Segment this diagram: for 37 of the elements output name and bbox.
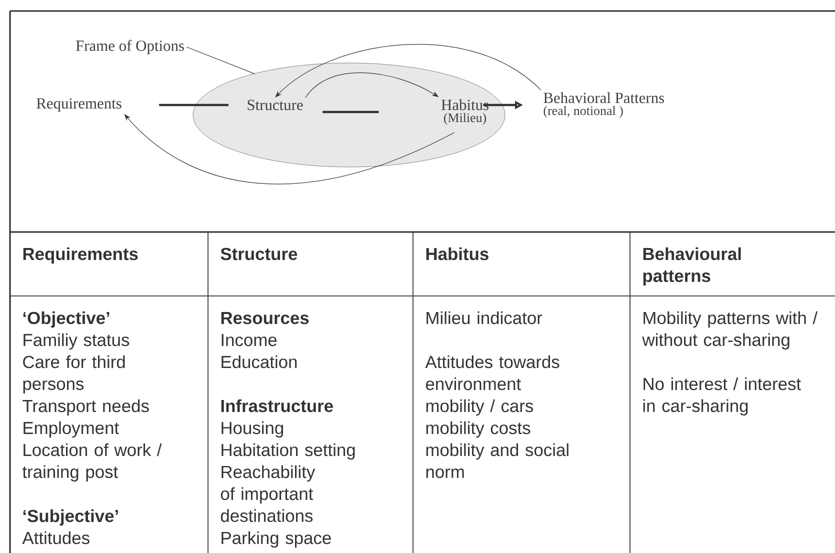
table-entry: Familiy status xyxy=(24,333,130,350)
table-entry: mobility costs xyxy=(426,421,530,438)
table-entry: environment xyxy=(426,377,521,390)
group-heading: ‘Objective’ xyxy=(23,311,110,328)
table-entry: Milieu indicator xyxy=(426,311,542,324)
connector-line xyxy=(322,110,379,114)
group-heading: Infrastructure xyxy=(221,399,333,412)
table-entry: Mobility patterns with / without car-sharing xyxy=(642,311,818,350)
table-entry: Income xyxy=(222,334,277,346)
table-entry: Education xyxy=(222,355,297,368)
table-entry: Attitudes xyxy=(22,531,90,544)
column-header: Structure xyxy=(220,248,298,260)
table-entry: Transport needs xyxy=(22,399,149,416)
table-entry: No interest / interest in car-sharing xyxy=(643,377,801,416)
frame-ellipse xyxy=(192,62,506,168)
group-heading: Resources xyxy=(221,312,309,324)
table-entry: Housing xyxy=(222,421,284,438)
column-header: Requirements xyxy=(23,247,138,264)
table-entry: Attitudes towards xyxy=(425,355,560,368)
node-label: Behavioral Patterns (real, notional ) xyxy=(544,92,664,118)
column-header: Habitus xyxy=(426,247,488,260)
table-entry: Parking space xyxy=(222,531,331,548)
node-label: Habitus (Milieu) xyxy=(441,99,488,125)
connector-line xyxy=(159,104,228,106)
node-label: Requirements xyxy=(36,98,122,112)
table-entry: Reachability of important destinations xyxy=(220,465,316,522)
leader-line xyxy=(186,46,256,74)
table-entry: mobility and social norm xyxy=(426,443,568,478)
table-entry: mobility / cars xyxy=(426,399,534,416)
table-entry: Habitation setting xyxy=(222,443,355,460)
node-label: Frame of Options xyxy=(76,40,184,54)
table-entry: Employment xyxy=(24,421,119,438)
node-label: Structure xyxy=(248,100,303,110)
column-header: Behavioural patterns xyxy=(643,247,741,286)
group-heading: ‘Subjective’ xyxy=(23,509,118,526)
table-entry: Location of work / training post xyxy=(22,443,162,482)
table-entry: Care for third persons xyxy=(23,355,125,394)
